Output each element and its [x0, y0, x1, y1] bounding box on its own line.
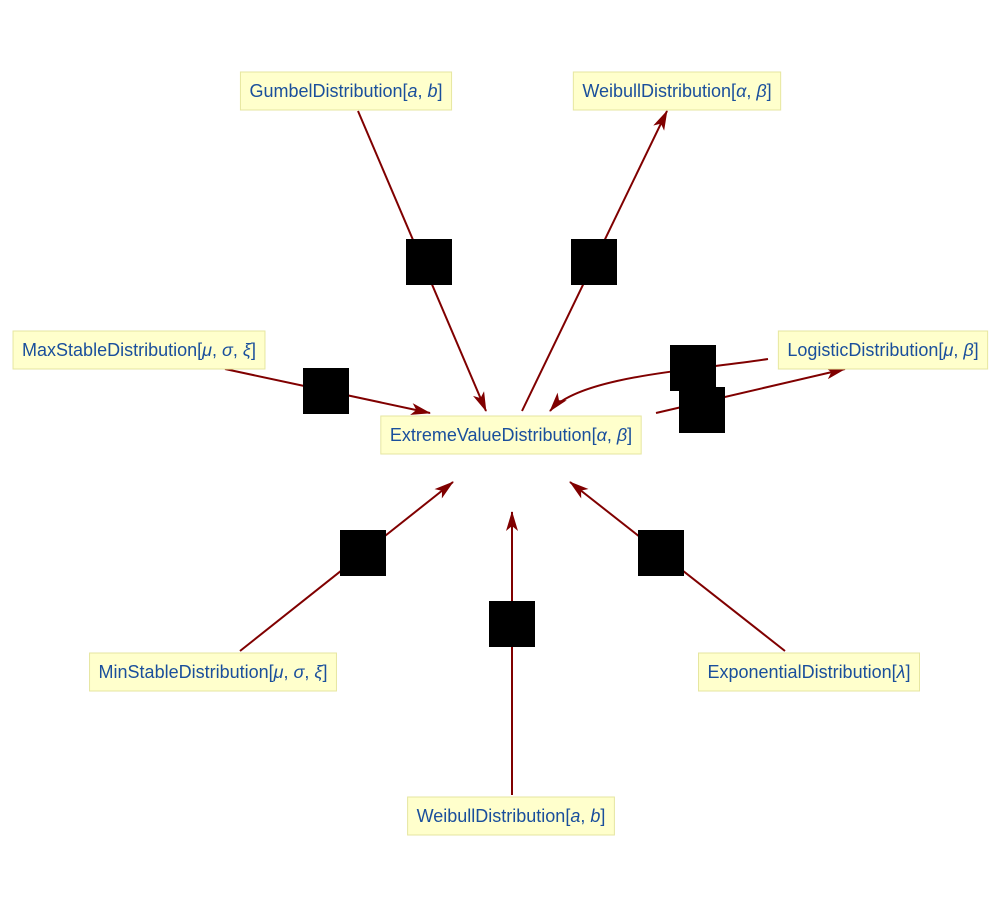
node-param: λ	[896, 662, 906, 682]
node-name: LogisticDistribution[	[787, 340, 943, 360]
node-label: LogisticDistribution[μ, β]	[787, 340, 978, 360]
node-box	[777, 330, 989, 370]
node-param: b	[590, 806, 600, 826]
nodes-layer: ExtremeValueDistribution[α, β] GumbelDist…	[12, 71, 989, 836]
edge-label-box-minstable-to-center	[340, 530, 386, 576]
node-param: ξ	[314, 662, 323, 682]
node-param: α	[597, 425, 608, 445]
node-param: σ	[294, 662, 306, 682]
node-weibull-bottom[interactable]: WeibullDistribution[a, b]	[407, 796, 615, 836]
node-box	[407, 796, 615, 836]
node-center[interactable]: ExtremeValueDistribution[α, β]	[380, 415, 642, 455]
edge-label-box-center-to-logistic	[679, 387, 725, 433]
node-param: μ	[942, 340, 953, 360]
node-param: β	[962, 340, 973, 360]
edge-label-box-weibull-bottom-to-center	[489, 601, 535, 647]
node-param: β	[616, 425, 627, 445]
edge-label-box-gumbel-to-center	[406, 239, 452, 285]
edge-arrow-logistic-to-center	[549, 358, 769, 412]
node-minstable[interactable]: MinStableDistribution[μ, σ, ξ]	[89, 652, 337, 692]
node-logistic[interactable]: LogisticDistribution[μ, β]	[777, 330, 989, 370]
node-param: a	[570, 806, 580, 826]
node-param: a	[408, 81, 418, 101]
node-name: GumbelDistribution[	[249, 81, 407, 101]
edge-markers-layer	[303, 239, 725, 647]
node-param: μ	[273, 662, 284, 682]
node-name: ExponentialDistribution[	[708, 662, 897, 682]
node-label: MaxStableDistribution[μ, σ, ξ]	[22, 340, 256, 360]
node-label: GumbelDistribution[a, b]	[249, 81, 442, 101]
node-param: σ	[222, 340, 234, 360]
node-label: ExtremeValueDistribution[α, β]	[390, 425, 632, 445]
edge-label-box-exponential-to-center	[638, 530, 684, 576]
node-name: MaxStableDistribution[	[22, 340, 202, 360]
node-name: WeibullDistribution[	[582, 81, 736, 101]
node-name: ExtremeValueDistribution[	[390, 425, 597, 445]
edge-label-box-logistic-to-center	[670, 345, 716, 391]
node-maxstable[interactable]: MaxStableDistribution[μ, σ, ξ]	[12, 330, 266, 370]
node-param: ξ	[243, 340, 252, 360]
node-param: β	[755, 81, 766, 101]
node-box	[12, 330, 266, 370]
node-label: WeibullDistribution[a, b]	[417, 806, 606, 826]
node-param: b	[428, 81, 438, 101]
node-name: WeibullDistribution[	[417, 806, 571, 826]
node-label: MinStableDistribution[μ, σ, ξ]	[99, 662, 328, 682]
node-box	[698, 652, 920, 692]
node-box	[572, 71, 782, 111]
node-label: WeibullDistribution[α, β]	[582, 81, 771, 101]
node-name: MinStableDistribution[	[99, 662, 274, 682]
node-box	[380, 415, 642, 455]
node-box	[89, 652, 337, 692]
edge-label-box-maxstable-to-center	[303, 368, 349, 414]
node-param: α	[736, 81, 747, 101]
node-box	[239, 71, 453, 111]
node-param: μ	[201, 340, 212, 360]
node-gumbel[interactable]: GumbelDistribution[a, b]	[239, 71, 453, 111]
node-weibull-top[interactable]: WeibullDistribution[α, β]	[572, 71, 782, 111]
edge-label-box-center-to-weibull-top	[571, 239, 617, 285]
node-label: ExponentialDistribution[λ]	[708, 662, 911, 682]
node-exponential[interactable]: ExponentialDistribution[λ]	[698, 652, 920, 692]
